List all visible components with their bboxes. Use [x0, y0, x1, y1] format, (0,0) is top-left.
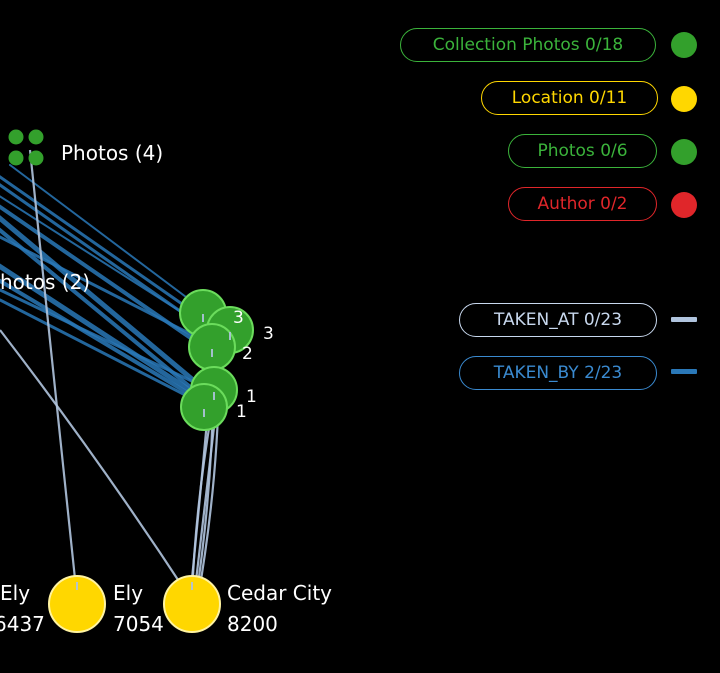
legend-author-dot [671, 192, 697, 218]
location-value-label: 7054 [113, 612, 164, 636]
photo-count-label: 2 [242, 344, 253, 364]
taken-by-edge [0, 215, 208, 393]
legend-photos-dot [671, 139, 697, 165]
photos-group-icon [8, 129, 24, 145]
location-name-label: Ely [0, 581, 31, 605]
photo-count-label: 1 [236, 402, 247, 422]
location-name-label: Ely [113, 581, 144, 605]
taken-by-edge [0, 235, 214, 347]
legend-photos[interactable]: Photos 0/6 [508, 134, 657, 168]
legend-location-dot [671, 86, 697, 112]
photos-group-icon [28, 129, 44, 145]
legend-taken-by[interactable]: TAKEN_BY 2/23 [459, 356, 657, 390]
photos-group-label: Photos (4) [61, 141, 164, 165]
legend-taken-at-swatch [671, 317, 697, 322]
nodes-layer [8, 129, 254, 633]
location-value-label: 8200 [227, 612, 278, 636]
location-node [163, 575, 221, 633]
legend-taken-at[interactable]: TAKEN_AT 0/23 [459, 303, 657, 337]
taken-by-edge [0, 263, 208, 403]
photos-group2-label: hotos (2) [0, 270, 91, 294]
legend-collection-photos[interactable]: Collection Photos 0/18 [400, 28, 656, 62]
photo-count-label: 3 [233, 308, 244, 328]
legend-author[interactable]: Author 0/2 [508, 187, 657, 221]
photo-count-label: 3 [263, 324, 274, 344]
photos-group-icon [8, 150, 24, 166]
location-name-label: Cedar City [227, 581, 332, 605]
taken-at-edge [0, 329, 191, 599]
photo-count-label: 1 [246, 387, 257, 407]
edges-layer [0, 149, 231, 599]
location-value-label: 6437 [0, 612, 45, 636]
legend-collection-photos-dot [671, 32, 697, 58]
taken-by-edge [0, 298, 197, 402]
location-node [48, 575, 106, 633]
photos-group-icon [28, 150, 44, 166]
legend-location[interactable]: Location 0/11 [481, 81, 658, 115]
photo-node [188, 323, 236, 371]
legend-taken-by-swatch [671, 369, 697, 374]
taken-at-edge [28, 149, 79, 599]
taken-by-edge [0, 288, 202, 387]
photo-node [180, 383, 228, 431]
taken-by-edge [0, 278, 210, 407]
taken-by-edge [0, 175, 207, 322]
